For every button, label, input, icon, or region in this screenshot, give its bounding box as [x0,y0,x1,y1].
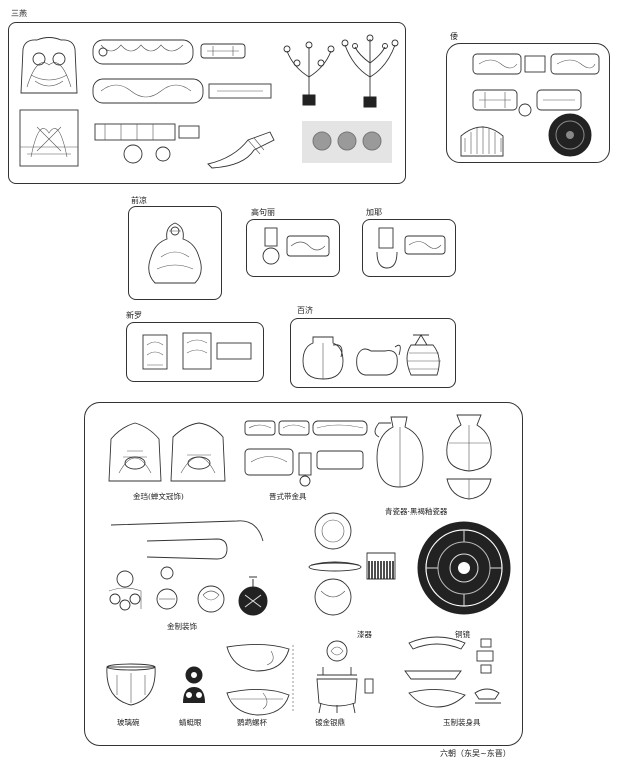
baekje-panel [290,318,456,388]
jade-ornaments-icon [404,636,501,708]
openwork-plaque-icon [19,109,79,167]
six-dynasties-panel: 金珰(蝉文冠饰) 晋式带金具 青瓷器·黑褐釉瓷器 [84,402,523,746]
caption-glass-bowl: 玻璃碗 [117,718,140,727]
wo-bronze-mirror-icon [548,113,592,157]
nautilus-cup-icon [226,644,294,716]
belt-buckle-set-icon [94,123,200,164]
region-label-qianliang: 前凉 [131,196,147,205]
lacquerware-icon [308,512,396,616]
caption-nautilus-cup: 鹦鹉螺杯 [237,718,267,727]
caption-jin-belt: 晋式带金具 [269,492,307,501]
region-label-goguryeo: 高句丽 [251,208,275,217]
gaya-panel [362,219,456,277]
gold-ornaments-icon [108,566,268,616]
caption-dragonfly-eye: 蜻蜓眼 [179,718,202,727]
jin-belt-fittings-icon [244,420,368,487]
gold-step-shake-icon [283,41,335,106]
caption-gold-dang: 金珰(蝉文冠饰) [133,492,184,501]
goguryeo-panel [246,219,340,277]
gold-bead-icon [312,131,382,151]
region-label-wo: 倭 [450,32,458,41]
gold-tree-crown-icon [341,34,399,108]
caption-jade-ornament: 玉制装身具 [443,718,481,727]
region-label-baekje: 百济 [297,306,313,315]
gaya-buckle-icon [376,227,446,269]
gold-dang-icon [108,422,226,482]
figure-plaque-icon [148,222,202,284]
silla-panel [126,322,264,382]
region-label-gaya: 加耶 [366,208,382,217]
wo-belt-plate-icon [472,53,600,75]
glass-bowl-icon [106,663,156,706]
wo-helmet-icon [460,126,504,157]
caption-gold-ornaments: 金制装饰 [167,622,197,631]
wo-openwork-plate-icon [472,89,582,117]
celadon-vessels-icon [374,414,492,500]
belt-buckle-small-icon [200,43,246,59]
gold-plaque-icon [20,37,78,94]
six-dynasties-caption: 六朝（东吴~东晋） [440,749,511,758]
wo-panel [446,43,610,163]
gold-hairpin-icon [110,520,264,560]
belt-long-plate-icon [92,78,272,104]
qianliang-panel [128,206,222,300]
baekje-ceramics-icon [302,334,441,380]
caption-celadon: 青瓷器·黑褐釉瓷器 [385,507,448,516]
region-label-silla: 新罗 [126,311,142,320]
gilt-saddle-fitting-icon [207,131,275,169]
goguryeo-belt-icon [262,227,330,265]
dragonfly-eye-bead-icon [183,666,205,703]
silla-belt-icon [142,332,252,370]
gold-beads-photo [302,121,392,163]
belt-plate-icon [92,39,194,65]
sanyan-panel [8,22,406,184]
region-label-sanyan: 三燕 [11,9,27,18]
bronze-mirror-icon [417,521,511,615]
gilt-silver-ding-icon [316,640,374,714]
caption-bronze-mirror: 铜镜 [455,630,470,639]
caption-lacquer: 漆器 [357,630,372,639]
caption-gilt-ding: 镀金银鼎 [315,718,345,727]
